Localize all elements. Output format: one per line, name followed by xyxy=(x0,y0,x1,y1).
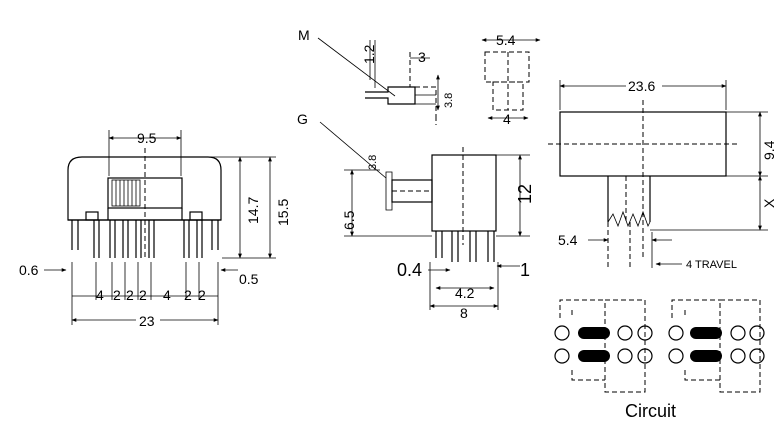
front-dim-14.7: 14.7 xyxy=(245,197,261,224)
pitch-2-b: 2 xyxy=(126,287,134,303)
top-dim-4: 4 xyxy=(503,111,511,127)
side-dim-12: 12 xyxy=(515,184,535,204)
side-dim-1: 1 xyxy=(520,260,530,280)
front-dim-0.6: 0.6 xyxy=(19,262,39,278)
pitch-2-d: 2 xyxy=(184,287,192,303)
pitch-2-a: 2 xyxy=(113,287,121,303)
right-dim-9.4: 9.4 xyxy=(761,140,777,160)
side-dim-6.5: 6.5 xyxy=(341,210,357,230)
pitch-4-left: 4 xyxy=(96,287,104,303)
circuit-title: Circuit xyxy=(625,401,676,421)
side-dim-1.2: 1.2 xyxy=(361,44,377,64)
top-detail: 5.4 4 xyxy=(481,32,541,127)
front-dim-9.5: 9.5 xyxy=(137,130,157,146)
side-view: M G 1.2 3 3.8 3.8 6.5 12 xyxy=(297,27,535,321)
circuit-diagram: Circuit xyxy=(554,299,765,421)
label-M: M xyxy=(298,27,310,43)
pitch-2-e: 2 xyxy=(198,287,206,303)
side-dim-8: 8 xyxy=(460,305,468,321)
right-dim-23.6: 23.6 xyxy=(628,78,655,94)
side-dim-0.4: 0.4 xyxy=(397,260,422,280)
label-G: G xyxy=(297,111,308,127)
right-dim-travel: 4 TRAVEL xyxy=(686,259,737,271)
front-view: 9.5 14.7 15.5 0.6 0.5 4 2 2 2 4 2 2 23 xyxy=(19,130,291,329)
side-dim-3: 3 xyxy=(418,49,426,65)
right-view: 23.6 9.4 X 5.4 4 TRAVEL xyxy=(548,78,777,271)
side-dim-4.2: 4.2 xyxy=(455,285,475,301)
side-dim-3.8: 3.8 xyxy=(367,155,379,170)
right-dim-X: X xyxy=(761,198,777,208)
pitch-4-right: 4 xyxy=(163,287,171,303)
front-dim-15.5: 15.5 xyxy=(275,199,291,226)
side-dim-3.8-top: 3.8 xyxy=(443,93,455,108)
top-dim-5.4: 5.4 xyxy=(496,32,516,48)
front-dim-23: 23 xyxy=(139,313,155,329)
right-dim-5.4: 5.4 xyxy=(558,232,578,248)
front-dim-0.5: 0.5 xyxy=(239,271,259,287)
pitch-2-c: 2 xyxy=(139,287,147,303)
